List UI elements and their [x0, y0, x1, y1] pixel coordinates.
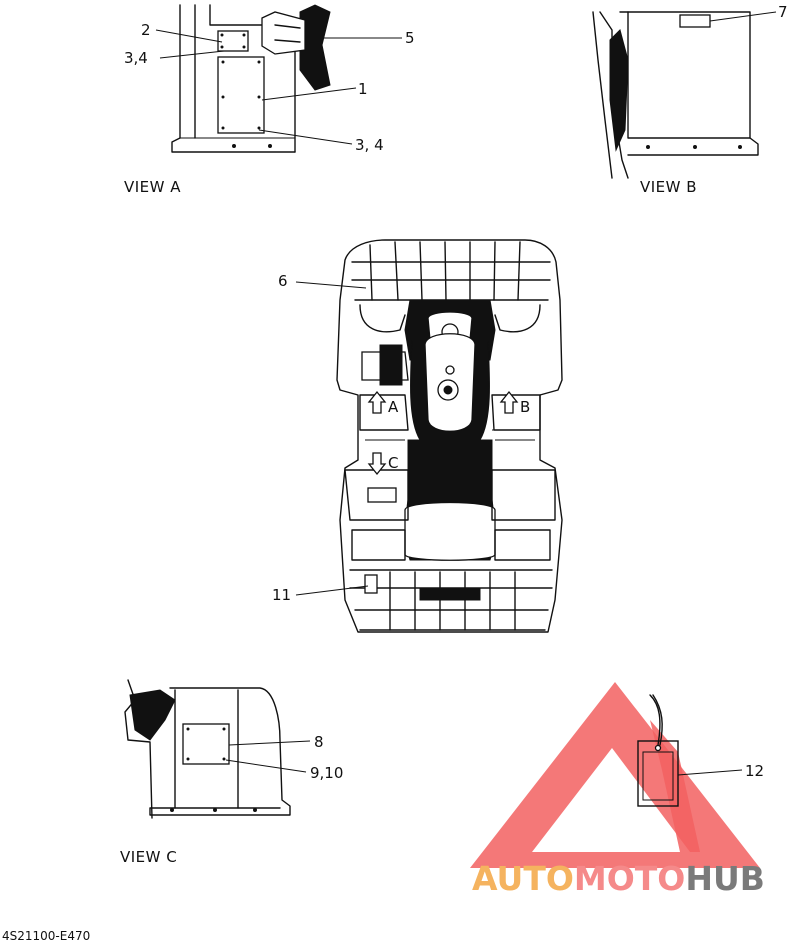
callout-8: 8 — [314, 733, 324, 751]
arrow-label-a: A — [388, 398, 399, 416]
watermark-logo — [470, 682, 760, 868]
leader-7 — [709, 11, 777, 22]
watermark-hub: HUB — [685, 859, 765, 898]
hang-tag-12 — [637, 694, 679, 807]
callout-12: 12 — [745, 762, 764, 780]
view-a-leaders — [155, 29, 402, 145]
callout-3-4-bottom: 3, 4 — [355, 136, 384, 154]
arrow-up-a-icon — [367, 390, 387, 414]
diagram-code: 4S21100-E470 — [2, 929, 90, 941]
view-c-label: VIEW C — [120, 848, 177, 866]
watermark-text: AUTOMOTOHUB — [472, 859, 765, 898]
watermark-moto: MOTO — [574, 859, 685, 898]
arrow-up-b-icon — [499, 390, 519, 414]
leader-11 — [295, 585, 369, 596]
callout-2: 2 — [141, 21, 151, 39]
view-b-label: VIEW B — [640, 178, 697, 196]
view-a-label: VIEW A — [124, 178, 181, 196]
view-c-drawing — [124, 679, 291, 819]
leader-12 — [677, 769, 743, 776]
callout-3-4-top: 3,4 — [124, 49, 148, 67]
view-a-drawing — [171, 4, 331, 153]
arrow-down-c-icon — [367, 452, 387, 476]
callout-11: 11 — [272, 586, 291, 604]
callout-7: 7 — [778, 3, 788, 21]
callout-5: 5 — [405, 29, 415, 47]
leader-9-10 — [225, 759, 307, 773]
view-b-drawing — [592, 11, 759, 179]
callout-9-10: 9,10 — [310, 764, 343, 782]
arrow-label-b: B — [520, 398, 530, 416]
atv-top-view — [336, 239, 563, 633]
arrow-label-c: C — [388, 454, 398, 472]
watermark-auto: AUTO — [472, 859, 574, 898]
callout-6: 6 — [278, 272, 288, 290]
leader-8 — [228, 740, 311, 746]
leader-6 — [295, 281, 367, 289]
callout-1: 1 — [358, 80, 368, 98]
